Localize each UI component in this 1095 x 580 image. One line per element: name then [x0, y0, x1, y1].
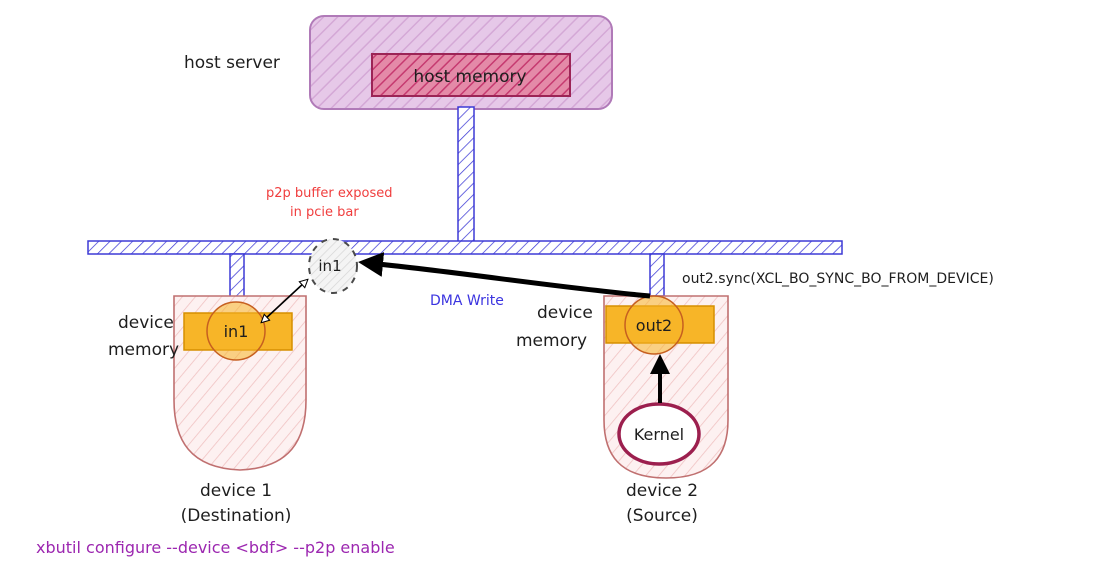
host-server-label: host server: [184, 53, 280, 73]
device2-memory-label-2: memory: [516, 331, 587, 351]
device1-memory-label-2: memory: [108, 340, 179, 360]
device1-to-bar-arrow: [264, 282, 305, 320]
device1-name-1: device 1: [200, 481, 272, 501]
p2p-note-line2: in pcie bar: [290, 205, 359, 220]
sync-call-label: out2.sync(XCL_BO_SYNC_BO_FROM_DEVICE): [682, 271, 994, 287]
device2-buffer-label: out2: [636, 316, 672, 335]
pcie-device1-link: [229, 253, 245, 301]
host-memory-label: host memory: [413, 67, 526, 87]
dma-write-arrow: [358, 252, 651, 299]
pcie-device2-link: [649, 253, 665, 297]
device2-name-1: device 2: [626, 481, 698, 501]
device2-memory-label-1: device: [537, 303, 593, 323]
device1-name-2: (Destination): [181, 506, 292, 526]
host-memory-box: [371, 53, 571, 97]
bar-buffer-label: in1: [318, 257, 341, 275]
xbutil-command: xbutil configure --device <bdf> --p2p en…: [36, 538, 395, 557]
device1-memory-label-1: device: [118, 313, 174, 333]
p2p-note-line1: p2p buffer exposed: [266, 186, 393, 201]
device1-buffer-label: in1: [224, 322, 249, 341]
device1-buffer-circle: [206, 301, 266, 361]
dma-write-label: DMA Write: [430, 293, 504, 309]
pcie-host-link: [457, 106, 475, 244]
kernel-circle: [617, 402, 701, 466]
kernel-label: Kernel: [634, 425, 684, 444]
bar-buffer-circle: [308, 238, 358, 294]
device2-name-2: (Source): [626, 506, 698, 526]
pcie-bus: [87, 240, 843, 255]
